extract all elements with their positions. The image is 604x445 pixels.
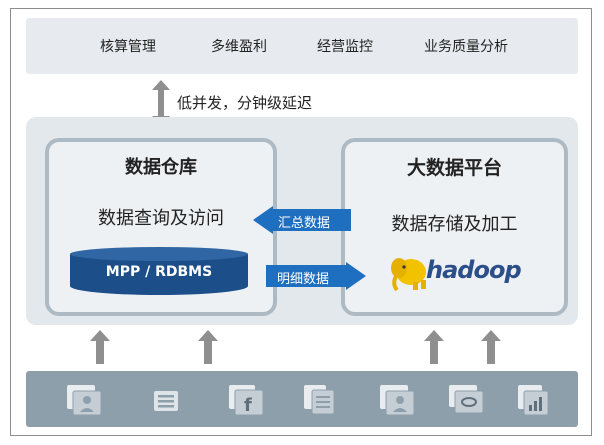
warehouse-title: 数据仓库 xyxy=(125,157,197,178)
latency-note: 低并发，分钟级延迟 xyxy=(177,94,313,112)
module-profitability: 多维盈利 xyxy=(211,39,267,55)
module-monitoring: 经营监控 xyxy=(317,39,373,55)
database-cylinder: MPP / RDBMS xyxy=(70,246,248,296)
outer-frame xyxy=(10,8,592,436)
up-arrow-icon xyxy=(481,330,501,364)
hadoop-logo-text: hadoop xyxy=(426,256,522,284)
facebook-icon: f xyxy=(229,385,263,415)
document-stack-icon xyxy=(154,391,178,411)
chart-card-icon xyxy=(518,385,549,415)
summary-flow-label: 汇总数据 xyxy=(278,216,331,231)
user-card-icon xyxy=(380,385,414,415)
summary-flow-arrow xyxy=(253,206,351,234)
big-data-platform-box: 大数据平台 数据存储及加工 xyxy=(341,138,568,316)
detail-flow-label: 明细数据 xyxy=(277,272,330,287)
hadoop-elephant-icon xyxy=(391,258,426,292)
card-icon xyxy=(449,385,483,414)
application-bar: 核算管理 多维盈利 经营监控 业务质量分析 xyxy=(26,18,578,74)
data-source-bar xyxy=(26,371,578,427)
document-copy-icon xyxy=(304,385,335,415)
double-arrow-icon xyxy=(152,80,170,126)
warehouse-subtitle: 数据查询及访问 xyxy=(98,208,224,229)
up-arrow-icon xyxy=(424,330,444,364)
database-icon xyxy=(70,247,248,295)
bigdata-title: 大数据平台 xyxy=(406,157,502,179)
bigdata-subtitle: 数据存储及加工 xyxy=(391,214,518,235)
svg-text:f: f xyxy=(244,395,252,415)
up-arrow-icon xyxy=(198,330,218,364)
module-quality-analysis: 业务质量分析 xyxy=(424,39,508,55)
module-accounting: 核算管理 xyxy=(100,39,156,55)
database-label: MPP / RDBMS xyxy=(105,264,213,280)
detail-flow-arrow xyxy=(266,262,366,290)
up-arrow-icon xyxy=(90,330,110,364)
user-card-icon xyxy=(67,385,101,415)
